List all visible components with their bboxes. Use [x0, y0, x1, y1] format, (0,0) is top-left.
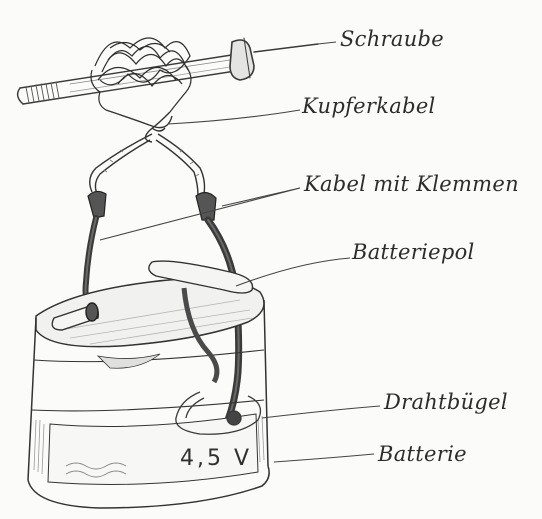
- label-wire-bracket: Drahtbügel: [384, 390, 508, 414]
- label-battery: Batterie: [378, 442, 467, 466]
- label-clip-cable: Kabel mit Klemmen: [304, 172, 519, 196]
- label-battery-pole: Batteriepol: [352, 240, 475, 264]
- battery-voltage-label: 4,5 V: [180, 446, 252, 471]
- label-screw: Schraube: [340, 27, 444, 51]
- label-copper-wire: Kupferkabel: [302, 94, 436, 118]
